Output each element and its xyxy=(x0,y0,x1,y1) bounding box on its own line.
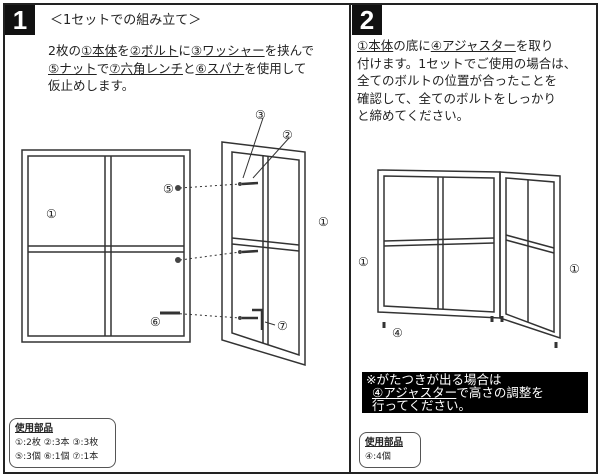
parts-title: 使用部品 xyxy=(365,437,404,448)
text: 2枚の xyxy=(48,43,81,58)
step2-instructions: ①本体の底に④アジャスターを取り 付けます。1セットでご使用の場合は、 全てのボ… xyxy=(357,37,576,125)
step1-number: 1 xyxy=(5,5,35,35)
text: の底に xyxy=(393,38,431,53)
text: 確認して、全てのボルトをしっかり xyxy=(357,90,557,106)
text: を xyxy=(117,43,130,58)
text: を挟んで xyxy=(264,43,315,58)
parts-line: ④:4個 xyxy=(365,452,391,462)
step1-title: ＜1セットでの組み立て＞ xyxy=(50,13,202,28)
label-body-left: ① xyxy=(46,207,57,221)
step-divider xyxy=(349,3,351,473)
adjusters xyxy=(382,316,558,348)
text: を使用して xyxy=(244,60,307,76)
left-panel-drawing xyxy=(21,149,191,343)
label-washer: ③ xyxy=(255,108,266,122)
label-body-right-2: ① xyxy=(569,262,580,276)
part-ref: ⑦六角レンチ xyxy=(109,60,183,76)
label-adjuster: ④ xyxy=(392,326,403,340)
assembled-panels-drawing xyxy=(377,169,561,340)
label-spanner: ⑥ xyxy=(150,315,161,329)
text: ※がたつきが出る場合は xyxy=(366,372,502,387)
part-ref: ④アジャスター xyxy=(430,38,516,53)
label-wrench: ⑦ xyxy=(277,319,288,333)
text: を取り xyxy=(515,38,554,53)
text: 仮止めします。 xyxy=(48,78,135,93)
text: と締めてください。 xyxy=(357,108,470,123)
step2-parts-box: 使用部品 ④:4個 xyxy=(359,432,421,468)
hex-wrench xyxy=(252,308,264,330)
adjustment-note: ※がたつきが出る場合は ④アジャスターで高さの調整を 行ってください。 xyxy=(362,372,588,413)
part-ref: ①本体 xyxy=(80,43,118,58)
label-nut: ⑤ xyxy=(163,182,174,196)
outer-frame xyxy=(3,3,598,474)
step2-number: 2 xyxy=(352,5,382,35)
label-body-left-2: ① xyxy=(358,255,369,269)
part-ref: ③ワッシャー xyxy=(190,43,265,58)
part-ref: ①本体 xyxy=(357,38,394,53)
part-ref: ②ボルト xyxy=(129,43,179,58)
right-panel-drawing xyxy=(221,141,306,367)
text: 全てのボルトの位置が合ったことを xyxy=(357,73,558,88)
label-body-right: ① xyxy=(318,215,329,229)
part-ref: ⑥スパナ xyxy=(195,60,245,76)
label-bolt: ② xyxy=(282,128,293,142)
bolt xyxy=(241,181,259,186)
text: 付けます。1セットでご使用の場合は、 xyxy=(357,55,577,71)
part-ref: ④アジャスター xyxy=(372,385,457,400)
part-ref: ⑤ナット xyxy=(48,60,97,76)
parts-line: ⑤:3個 ⑥:1個 ⑦:1本 xyxy=(15,452,99,462)
text: で xyxy=(96,60,110,76)
text: で高さの調整を xyxy=(456,385,544,400)
step1-parts-box: 使用部品 ①:2枚 ②:3本 ③:3枚 ⑤:3個 ⑥:1個 ⑦:1本 xyxy=(9,418,116,468)
text: に xyxy=(178,43,191,58)
parts-title: 使用部品 xyxy=(15,423,54,434)
text: 行ってください。 xyxy=(372,398,472,413)
parts-line: ①:2枚 ②:3本 ③:3枚 xyxy=(15,438,99,448)
step1-instructions: 2枚の①本体を②ボルトに③ワッシャーを挟んで ⑤ナットで⑦六角レンチと⑥スパナを… xyxy=(48,42,314,95)
text: と xyxy=(182,60,196,76)
